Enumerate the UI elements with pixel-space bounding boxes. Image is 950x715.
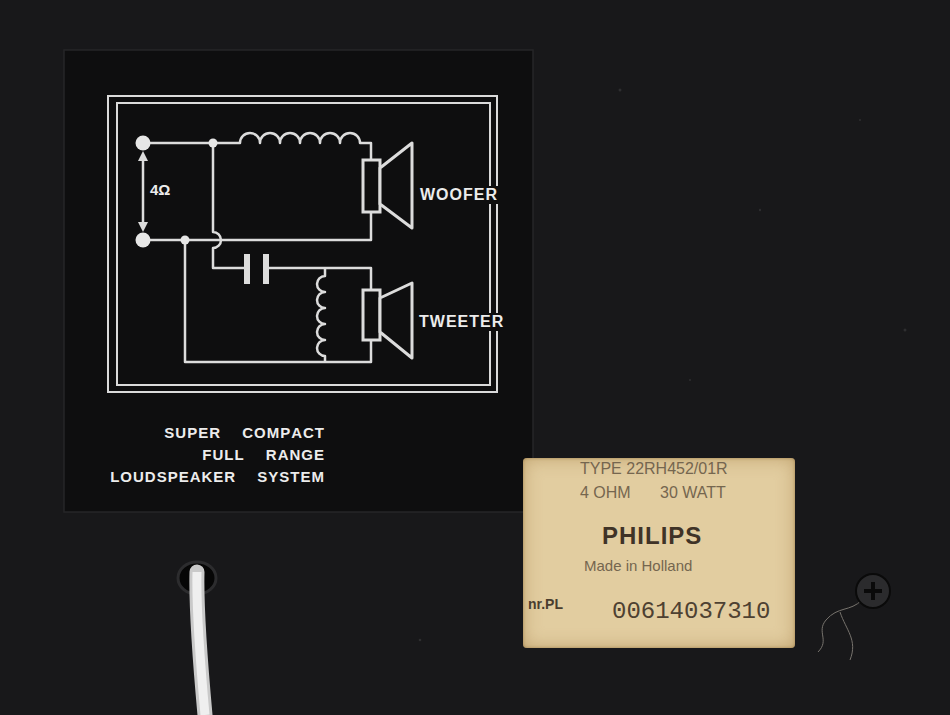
tweeter-inductor bbox=[317, 268, 325, 362]
impedance-rating: 4 OHM bbox=[580, 485, 631, 501]
speaker-cable bbox=[197, 572, 205, 715]
terminal-dot bbox=[136, 136, 151, 151]
capacitor-plate bbox=[244, 254, 250, 284]
impedance-arrow-line bbox=[142, 157, 145, 226]
junction-dot bbox=[209, 139, 218, 148]
origin-note: Made in Holland bbox=[584, 558, 692, 573]
impedance-label: 4Ω bbox=[150, 182, 170, 197]
tweeter-return-wire bbox=[185, 240, 371, 362]
system-title: SUPER COMPACT FULL RANGE LOUDSPEAKER SYS… bbox=[106, 422, 325, 488]
capacitor-plate bbox=[263, 254, 269, 284]
driver-label: TWEETER bbox=[416, 313, 507, 331]
serial-prefix: nr.PL bbox=[528, 597, 563, 611]
loose-thread bbox=[818, 600, 862, 660]
type-number: TYPE 22RH452/01R bbox=[580, 461, 728, 477]
speaker-cable-highlight bbox=[197, 572, 205, 715]
terminal-dot bbox=[136, 233, 151, 248]
dust-speck bbox=[904, 329, 907, 332]
crossover-wire bbox=[213, 143, 244, 268]
driver-label: WOOFER bbox=[417, 186, 501, 204]
wiring bbox=[143, 133, 371, 362]
tweeter-cone bbox=[380, 283, 412, 358]
brand-name: PHILIPS bbox=[602, 524, 702, 548]
inner-frame bbox=[117, 103, 490, 385]
woofer-inductor-wire bbox=[143, 133, 371, 160]
dust-speck bbox=[859, 119, 861, 121]
arrow-head bbox=[138, 151, 148, 161]
woofer-cone bbox=[380, 143, 412, 228]
dust-speck bbox=[759, 209, 761, 211]
outer-frame bbox=[108, 96, 497, 392]
power-rating: 30 WATT bbox=[660, 485, 726, 501]
screw-slot bbox=[864, 582, 882, 600]
tweeter-magnet bbox=[363, 290, 380, 340]
dust-speck bbox=[689, 379, 691, 381]
screw-head bbox=[856, 574, 890, 608]
junction-dot bbox=[181, 236, 190, 245]
dust-speck bbox=[419, 639, 422, 642]
serial-number: 00614037310 bbox=[612, 600, 770, 624]
arrow-head bbox=[138, 222, 148, 232]
label-plate: SUPER COMPACT FULL RANGE LOUDSPEAKER SYS… bbox=[64, 50, 533, 512]
label-plate bbox=[64, 50, 533, 512]
return-wire bbox=[143, 212, 371, 240]
dust-speck bbox=[619, 89, 622, 92]
woofer-magnet bbox=[363, 160, 380, 212]
type-sticker: TYPE 22RH452/01R 4 OHM 30 WATT PHILIPS Made … bbox=[523, 458, 795, 648]
